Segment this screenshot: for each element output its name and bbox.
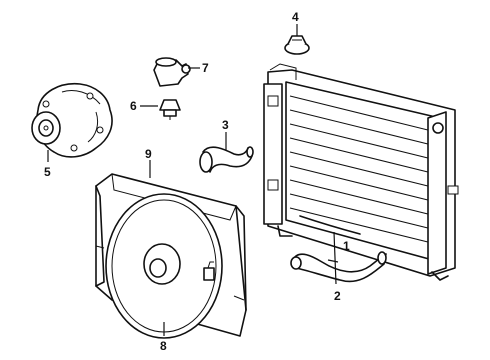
upper-radiator-hose	[199, 146, 254, 173]
callout-9: 9	[145, 147, 152, 161]
thermostat-housing	[153, 57, 191, 87]
callout-3: 3	[222, 118, 229, 132]
callout-8: 8	[160, 339, 167, 353]
water-pump	[31, 83, 113, 158]
callout-2: 2	[334, 289, 341, 303]
callout-7: 7	[202, 61, 209, 75]
callout-4: 4	[292, 10, 299, 24]
leader-lines	[47, 24, 339, 336]
callout-1: 1	[343, 239, 350, 253]
callout-6: 6	[130, 99, 137, 113]
lower-radiator-hose	[290, 251, 387, 283]
callout-5: 5	[44, 165, 51, 179]
temperature-sensor	[159, 99, 181, 120]
radiator	[263, 63, 459, 281]
fan-assembly	[105, 193, 223, 339]
radiator-cap	[284, 35, 310, 55]
